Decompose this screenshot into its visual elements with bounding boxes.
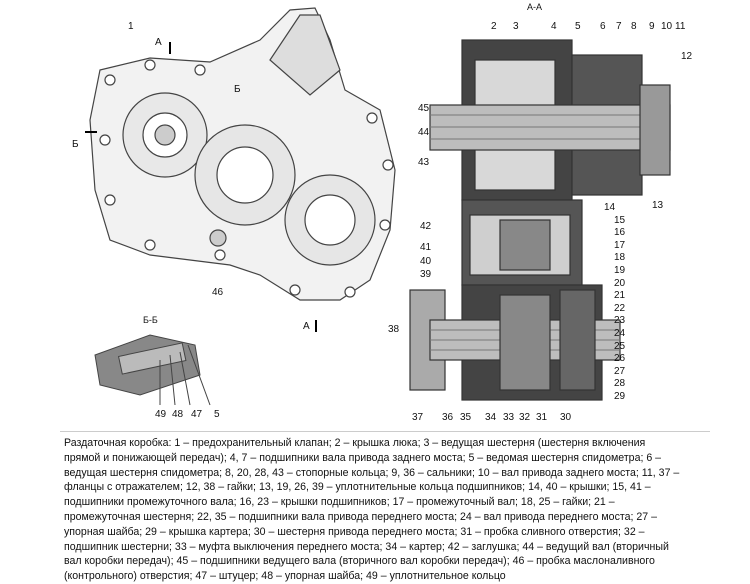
section-mark-b-right: Б <box>234 84 241 95</box>
callout-45: 45 <box>418 103 430 114</box>
caption-line: прямой и понижающей передач); 4, 7 – под… <box>64 451 662 464</box>
callout-23: 23 <box>614 315 626 327</box>
callout-34: 34 <box>485 412 497 423</box>
callout-44: 44 <box>418 127 430 138</box>
callout-47: 47 <box>191 409 203 420</box>
callout-20: 20 <box>614 277 626 289</box>
housing-external-view <box>89 7 396 301</box>
divider <box>60 431 710 432</box>
callout-31: 31 <box>536 412 548 423</box>
callout-19: 19 <box>614 264 626 276</box>
callout-30: 30 <box>560 412 572 423</box>
callout-8: 8 <box>631 21 637 32</box>
section-mark-a-top: А <box>155 37 162 48</box>
callout-24: 24 <box>614 327 626 339</box>
callout-29: 29 <box>614 390 626 402</box>
callout-17: 17 <box>614 239 626 251</box>
section-a-a <box>409 39 671 401</box>
section-mark-b-left: Б <box>72 139 79 150</box>
callout-12: 12 <box>681 51 693 62</box>
callout-35: 35 <box>460 412 472 423</box>
callout-43: 43 <box>418 157 430 168</box>
transfer-case-drawing <box>85 7 671 406</box>
caption-line: фланцы с отражателем; 12, 38 – гайки; 13… <box>64 481 651 494</box>
callout-15: 15 <box>614 214 626 226</box>
callout-10: 10 <box>661 21 673 32</box>
callout-6: 6 <box>600 21 606 32</box>
callout-37: 37 <box>412 412 424 423</box>
caption-line: Раздаточная коробка: 1 – предохранительн… <box>64 437 646 449</box>
callout-2: 2 <box>491 21 497 32</box>
callout-16: 16 <box>614 227 626 239</box>
caption-line: подшипник шестерни; 33 – муфта выключени… <box>64 540 669 553</box>
caption-line: подшипники промежуточного вала; 16, 23 –… <box>64 496 615 509</box>
callout-9: 9 <box>649 21 655 32</box>
caption-line: промежуточная шестерня; 22, 35 – подшипн… <box>64 510 657 523</box>
valve-inset <box>94 334 211 406</box>
inset-title: Б-Б <box>143 315 158 325</box>
callout-26: 26 <box>614 353 626 365</box>
callout-28: 28 <box>614 378 626 390</box>
callout-4: 4 <box>551 21 557 32</box>
callout-25: 25 <box>614 340 626 352</box>
callout-27: 27 <box>614 365 626 377</box>
callout-22: 22 <box>614 302 626 314</box>
section-title: А-А <box>527 2 543 12</box>
callout-46: 46 <box>212 287 224 298</box>
callout-32: 32 <box>519 412 531 423</box>
caption-line: упорная шайба; 29 – крышка картера; 30 –… <box>64 525 645 538</box>
callout-18: 18 <box>614 252 626 264</box>
callout-48: 48 <box>172 409 184 420</box>
callout-36: 36 <box>442 412 454 423</box>
right-callout-column: 14 15 16 17 18 19 20 21 22 23 24 25 26 2… <box>604 202 626 404</box>
callout-42: 42 <box>420 221 432 232</box>
section-mark-a-bottom: А <box>303 321 310 332</box>
callout-13: 13 <box>652 200 664 211</box>
callout-39: 39 <box>420 269 432 280</box>
callout-40: 40 <box>420 256 432 267</box>
callout-14: 14 <box>604 202 616 213</box>
callout-7: 7 <box>616 21 622 32</box>
caption-line: ведущая шестерня спидометра; 8, 20, 28, … <box>64 466 680 479</box>
callout-49: 49 <box>155 409 167 420</box>
callout-21: 21 <box>614 290 626 302</box>
callout-5: 5 <box>575 21 581 32</box>
callout-41: 41 <box>420 242 432 253</box>
callout-5-inset: 5 <box>214 409 220 420</box>
callout-1: 1 <box>128 21 134 32</box>
callout-38: 38 <box>388 324 400 335</box>
callout-3: 3 <box>513 21 519 32</box>
caption-line: (контрольного) отверстия; 47 – штуцер; 4… <box>64 570 506 583</box>
figure-caption: Раздаточная коробка: 1 – предохранительн… <box>64 436 704 584</box>
callout-33: 33 <box>503 412 515 423</box>
callout-11: 11 <box>675 21 686 32</box>
